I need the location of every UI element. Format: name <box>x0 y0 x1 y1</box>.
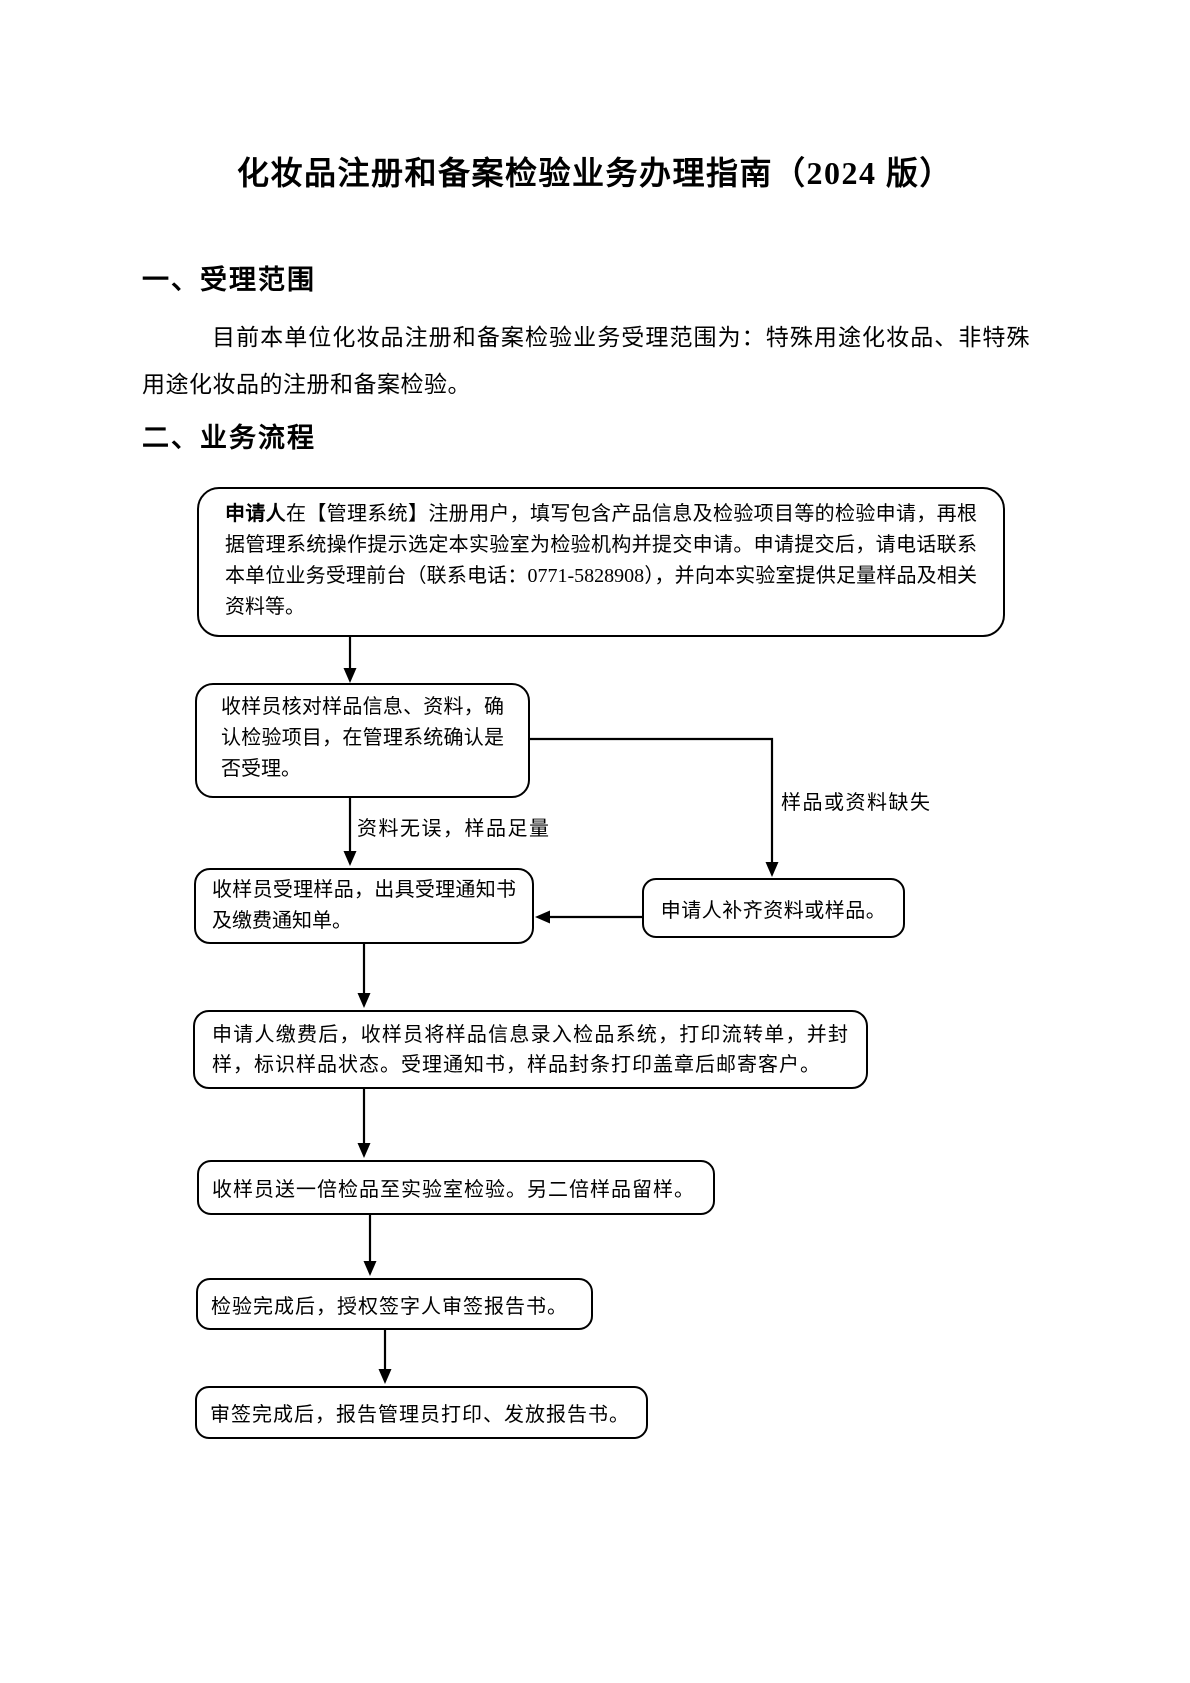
edge-label-data-ok: 资料无误，样品足量 <box>357 818 551 840</box>
arrow-fix-to-step3 <box>535 910 642 924</box>
arrow-step3-to-step4 <box>357 944 371 1008</box>
arrow-step1-to-step2 <box>343 637 357 683</box>
flow-step-apply-text: 在【管理系统】注册用户，填写包含产品信息及检验项目等的检验申请，再根据管理系统操… <box>225 503 977 618</box>
flow-step-send-to-lab: 收样员送一倍检品至实验室检验。另二倍样品留样。 <box>197 1160 715 1215</box>
arrow-step6-to-step7 <box>378 1330 392 1384</box>
scope-paragraph: 目前本单位化妆品注册和备案检验业务受理范围为：特殊用途化妆品、非特殊用途化妆品的… <box>142 325 1030 397</box>
flow-step-sign-report: 检验完成后，授权签字人审签报告书。 <box>196 1278 593 1330</box>
flow-step-issue-report: 审签完成后，报告管理员打印、发放报告书。 <box>195 1386 648 1439</box>
flow-step-payment-entry: 申请人缴费后，收样员将样品信息录入检品系统，打印流转单，并封样，标识样品状态。受… <box>193 1010 868 1089</box>
section-heading-process: 二、业务流程 <box>142 423 316 453</box>
flow-step-apply-lead: 申请人 <box>225 503 286 525</box>
section-heading-scope: 一、受理范围 <box>142 265 316 295</box>
flow-step-apply: 申请人在【管理系统】注册用户，填写包含产品信息及检验项目等的检验申请，再根据管理… <box>197 487 1005 637</box>
arrow-step2-to-step3 <box>343 798 357 866</box>
edge-label-data-missing: 样品或资料缺失 <box>781 792 932 814</box>
flow-step-accept: 收样员受理样品，出具受理通知书及缴费通知单。 <box>194 868 534 944</box>
connector-step2-to-fix <box>530 737 779 877</box>
flow-step-check: 收样员核对样品信息、资料，确认检验项目，在管理系统确认是否受理。 <box>195 683 530 798</box>
arrow-step4-to-step5 <box>357 1089 371 1158</box>
page-title: 化妆品注册和备案检验业务办理指南（2024 版） <box>236 155 953 191</box>
arrow-step5-to-step6 <box>363 1215 377 1276</box>
flow-step-supplement: 申请人补齐资料或样品。 <box>642 878 905 938</box>
